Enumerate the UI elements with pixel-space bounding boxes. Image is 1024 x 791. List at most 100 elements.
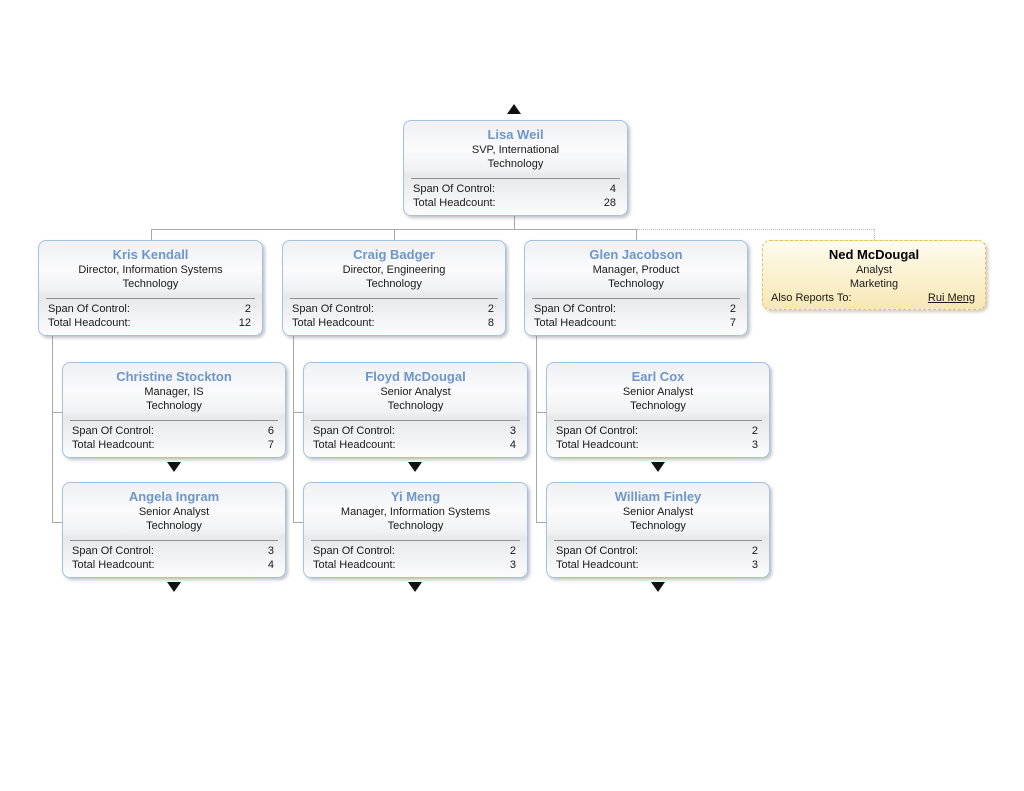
employee-department: Technology: [146, 520, 202, 532]
employee-name: Christine Stockton: [116, 369, 232, 384]
card-divider: [70, 420, 278, 421]
total-headcount-label: Total Headcount:: [313, 439, 396, 451]
span-of-control-label: Span Of Control:: [556, 425, 638, 437]
span-of-control-label: Span Of Control:: [72, 545, 154, 557]
employee-title: Director, Engineering: [342, 264, 446, 276]
org-node-yi-meng[interactable]: Yi Meng Manager, Information Systems Tec…: [303, 482, 528, 578]
show-children-down-arrow-icon[interactable]: [651, 462, 665, 472]
card-divider: [70, 540, 278, 541]
connector-line: [293, 412, 303, 413]
employee-title: SVP, International: [471, 144, 560, 156]
connector-line: [293, 336, 294, 522]
card-divider: [532, 298, 740, 299]
total-headcount-label: Total Headcount:: [72, 559, 155, 571]
also-reports-to-link[interactable]: Rui Meng: [927, 292, 975, 304]
connector-line: [293, 522, 303, 523]
total-headcount-value: 3: [751, 439, 758, 451]
show-children-down-arrow-icon[interactable]: [408, 462, 422, 472]
card-divider: [311, 540, 520, 541]
also-reports-to-label: Also Reports To:: [771, 292, 852, 304]
connector-line: [536, 522, 546, 523]
total-headcount-value: 4: [267, 559, 274, 571]
dotted-connector-line: [636, 229, 874, 230]
employee-department: Technology: [146, 400, 202, 412]
total-headcount-label: Total Headcount:: [413, 197, 496, 209]
employee-name: Lisa Weil: [487, 127, 544, 142]
total-headcount-value: 3: [751, 559, 758, 571]
employee-department: Technology: [630, 520, 686, 532]
span-of-control-label: Span Of Control:: [556, 545, 638, 557]
employee-title: Manager, Product: [592, 264, 680, 276]
org-node-lisa-weil[interactable]: Lisa Weil SVP, International Technology …: [403, 120, 628, 216]
span-of-control-value: 2: [487, 303, 494, 315]
employee-name: Craig Badger: [353, 247, 435, 262]
org-node-christine-stockton[interactable]: Christine Stockton Manager, IS Technolog…: [62, 362, 286, 458]
connector-line: [636, 229, 637, 240]
org-node-earl-cox[interactable]: Earl Cox Senior Analyst Technology Span …: [546, 362, 770, 458]
span-of-control-value: 2: [244, 303, 251, 315]
employee-department: Technology: [122, 278, 179, 290]
total-headcount-value: 4: [509, 439, 516, 451]
span-of-control-label: Span Of Control:: [48, 303, 130, 315]
connector-line: [514, 216, 515, 229]
employee-department: Technology: [487, 158, 544, 170]
span-of-control-label: Span Of Control:: [72, 425, 154, 437]
span-of-control-value: 2: [751, 425, 758, 437]
employee-title: Senior Analyst: [622, 506, 694, 518]
span-of-control-value: 2: [751, 545, 758, 557]
span-of-control-label: Span Of Control:: [413, 183, 495, 195]
total-headcount-value: 7: [729, 317, 736, 329]
total-headcount-label: Total Headcount:: [313, 559, 396, 571]
total-headcount-value: 7: [267, 439, 274, 451]
org-node-craig-badger[interactable]: Craig Badger Director, Engineering Techn…: [282, 240, 506, 336]
org-node-glen-jacobson[interactable]: Glen Jacobson Manager, Product Technolog…: [524, 240, 748, 336]
show-parent-up-arrow-icon[interactable]: [507, 104, 521, 114]
employee-name: Ned McDougal: [828, 247, 920, 262]
employee-department: Technology: [608, 278, 664, 290]
org-node-william-finley[interactable]: William Finley Senior Analyst Technology…: [546, 482, 770, 578]
employee-name: Angela Ingram: [128, 489, 220, 504]
employee-title: Director, Information Systems: [78, 264, 223, 276]
employee-title: Senior Analyst: [380, 386, 451, 398]
span-of-control-value: 3: [267, 545, 274, 557]
connector-line: [52, 336, 53, 522]
connector-line: [52, 522, 62, 523]
org-node-floyd-mcdougal[interactable]: Floyd McDougal Senior Analyst Technology…: [303, 362, 528, 458]
employee-department: Technology: [387, 520, 444, 532]
show-children-down-arrow-icon[interactable]: [167, 582, 181, 592]
card-divider: [554, 540, 762, 541]
total-headcount-label: Total Headcount:: [48, 317, 131, 329]
connector-line: [536, 412, 546, 413]
connector-line: [52, 412, 62, 413]
span-of-control-label: Span Of Control:: [313, 425, 395, 437]
org-node-kris-kendall[interactable]: Kris Kendall Director, Information Syste…: [38, 240, 263, 336]
employee-department: Technology: [387, 400, 444, 412]
total-headcount-value: 12: [238, 317, 251, 329]
connector-line: [394, 229, 395, 240]
employee-title: Analyst: [855, 264, 893, 276]
total-headcount-label: Total Headcount:: [72, 439, 155, 451]
org-node-ned-mcdougal[interactable]: Ned McDougal Analyst Marketing Also Repo…: [762, 240, 986, 310]
total-headcount-label: Total Headcount:: [534, 317, 617, 329]
employee-name: William Finley: [614, 489, 702, 504]
employee-name: Earl Cox: [631, 369, 685, 384]
span-of-control-label: Span Of Control:: [292, 303, 374, 315]
employee-name: Yi Meng: [390, 489, 441, 504]
employee-department: Marketing: [849, 278, 899, 290]
employee-name: Floyd McDougal: [365, 369, 466, 384]
show-children-down-arrow-icon[interactable]: [167, 462, 181, 472]
card-divider: [411, 178, 620, 179]
connector-line: [151, 229, 152, 240]
total-headcount-label: Total Headcount:: [292, 317, 375, 329]
span-of-control-value: 2: [509, 545, 516, 557]
span-of-control-value: 3: [509, 425, 516, 437]
span-of-control-value: 4: [609, 183, 616, 195]
employee-name: Kris Kendall: [112, 247, 189, 262]
total-headcount-value: 3: [509, 559, 516, 571]
org-node-angela-ingram[interactable]: Angela Ingram Senior Analyst Technology …: [62, 482, 286, 578]
show-children-down-arrow-icon[interactable]: [651, 582, 665, 592]
employee-title: Manager, Information Systems: [340, 506, 491, 518]
show-children-down-arrow-icon[interactable]: [408, 582, 422, 592]
card-divider: [311, 420, 520, 421]
